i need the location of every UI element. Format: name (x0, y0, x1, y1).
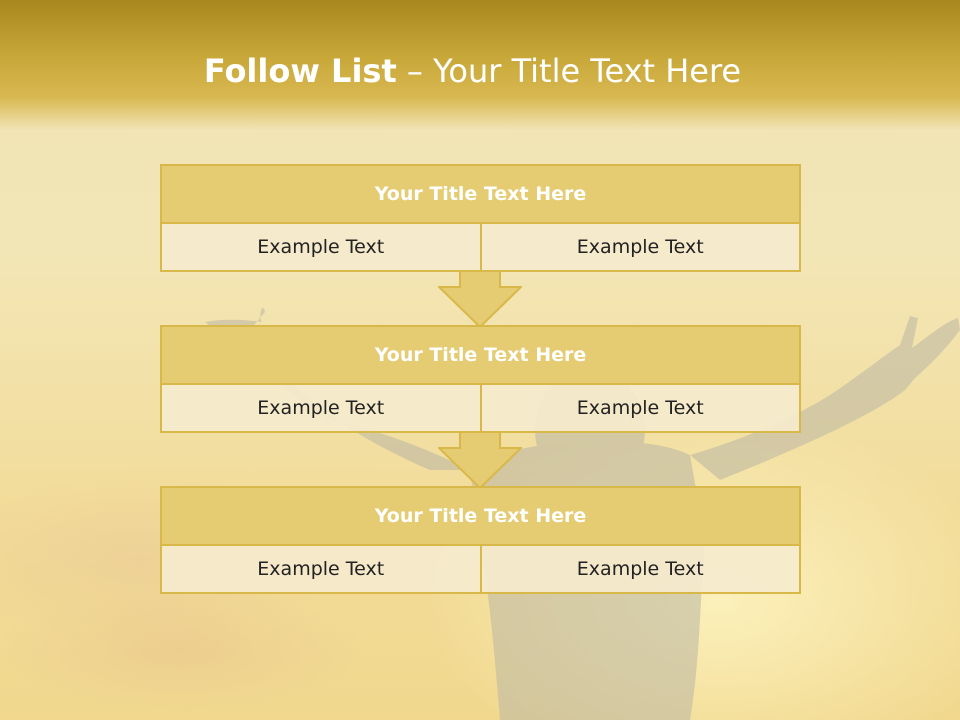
card-2-title: Your Title Text Here (162, 327, 799, 385)
card-3-right-text: Example Text (479, 546, 800, 592)
card-3-title: Your Title Text Here (162, 488, 799, 546)
card-3: Your Title Text Here Example Text Exampl… (160, 486, 801, 594)
card-1-right-text: Example Text (479, 224, 800, 270)
header-band (0, 0, 960, 130)
down-arrow-icon (438, 270, 522, 328)
card-1-row: Example Text Example Text (162, 224, 799, 270)
title-bold: Follow List (203, 52, 397, 90)
card-1: Your Title Text Here Example Text Exampl… (160, 164, 801, 272)
card-2: Your Title Text Here Example Text Exampl… (160, 325, 801, 433)
card-3-row: Example Text Example Text (162, 546, 799, 592)
card-2-right-text: Example Text (479, 385, 800, 431)
title-rest: – Your Title Text Here (396, 52, 742, 90)
card-2-row: Example Text Example Text (162, 385, 799, 431)
card-1-left-text: Example Text (257, 236, 385, 258)
card-2-left-text: Example Text (257, 397, 385, 419)
card-3-left-text: Example Text (257, 558, 385, 580)
slide-title: Follow List – Your Title Text Here (0, 52, 945, 90)
down-arrow-icon (438, 431, 522, 489)
card-1-title: Your Title Text Here (162, 166, 799, 224)
